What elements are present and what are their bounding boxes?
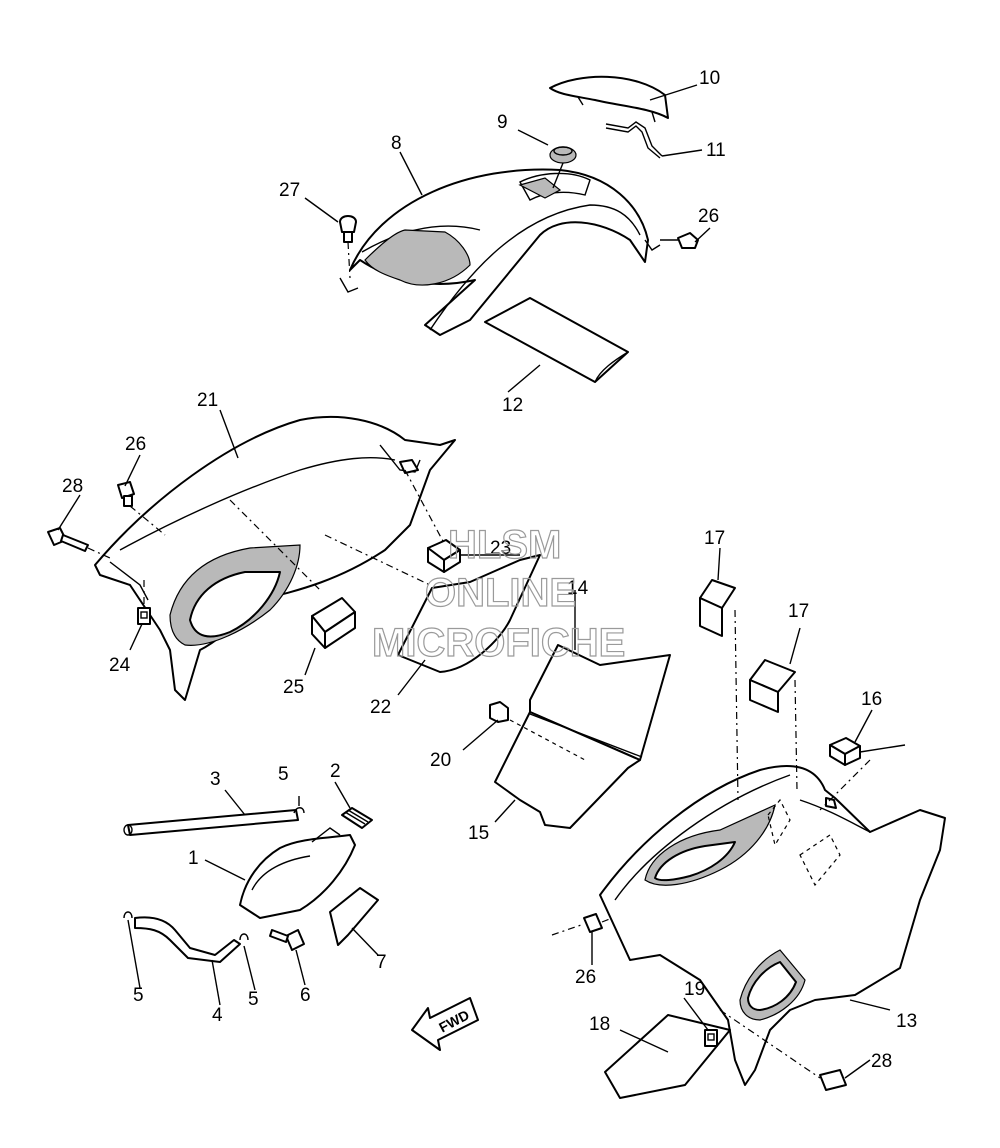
side-cover-part-13 [599,765,946,1086]
callout-labels: 1 2 3 4 5 5 5 6 7 8 9 10 11 12 13 14 15 … [62,68,917,1072]
watermark-line-1: HLSM [448,523,561,567]
callout-13: 13 [896,1011,917,1032]
foam-part-23 [427,539,461,573]
bracket-part-11 [605,121,663,159]
callout-23: 23 [490,538,511,559]
callout-5-right: 5 [248,989,259,1010]
clamp-part-5-left [123,911,133,919]
callout-28-left: 28 [62,476,83,497]
bolt-part-26-top [660,232,699,249]
callout-7: 7 [376,952,387,973]
pipe-part-3 [123,809,299,836]
bolt-part-28-left [47,527,111,559]
callout-12: 12 [502,395,523,416]
callout-15: 15 [468,823,489,844]
panel-part-15 [494,711,643,829]
callout-3: 3 [210,769,221,790]
bolt-part-6 [269,929,305,951]
tank-part-1 [239,827,356,919]
callout-21: 21 [197,390,218,411]
pad-part-22 [397,554,541,673]
clamp-part-5-right [239,933,249,941]
watermark-line-2: ONLINE [425,571,576,615]
callout-5-top: 5 [278,764,289,785]
reflector-part-10 [549,75,669,123]
callout-17-lower: 17 [788,601,809,622]
bolt-part-28-right [719,1009,847,1091]
hose-part-4 [134,916,241,963]
callout-26-top: 26 [698,206,719,227]
cap-part-2 [341,807,373,829]
callout-20: 20 [430,750,451,771]
foam-part-17-lower [749,659,796,713]
callout-11: 11 [706,140,726,161]
callout-10: 10 [699,68,720,89]
callout-6: 6 [300,985,311,1006]
clip-part-20 [489,701,509,723]
callout-22: 22 [370,697,391,718]
watermark-line-3: MICROFICHE [372,621,625,665]
callout-17-upper: 17 [704,528,725,549]
callout-2: 2 [330,761,341,782]
pad-part-18 [604,1014,731,1099]
pad-part-7 [329,887,379,946]
watermark: HLSM ONLINE MICROFICHE [371,522,626,665]
callout-24: 24 [109,655,131,676]
callout-18: 18 [589,1014,610,1035]
leader-lines [57,84,891,1079]
fwd-direction-arrow: FWD [411,997,479,1051]
callout-4: 4 [212,1005,223,1026]
callout-5-left: 5 [133,985,144,1006]
callout-19: 19 [684,979,705,1000]
callout-26-right: 26 [575,967,596,988]
grommet-part-9 [549,146,577,189]
callout-1: 1 [188,848,199,869]
callout-8: 8 [391,133,402,154]
screw-part-27 [339,215,357,279]
foam-part-17-upper [699,579,736,637]
clamp-part-5-top [293,796,305,814]
bolt-part-26-right [551,913,613,936]
nut-part-19 [704,1029,718,1047]
callout-27: 27 [279,180,300,201]
foam-part-25 [311,597,356,649]
pad-part-12 [484,297,629,383]
callout-16: 16 [861,689,882,710]
side-cover-part-21 [94,415,456,701]
nut-part-24 [137,580,151,625]
rear-fender-part-8 [339,168,661,336]
callout-9: 9 [497,112,508,133]
callout-14: 14 [567,578,589,599]
callout-26-left: 26 [125,434,146,455]
callout-25: 25 [283,677,304,698]
callout-28-right: 28 [871,1051,892,1072]
foam-part-16 [829,737,861,766]
